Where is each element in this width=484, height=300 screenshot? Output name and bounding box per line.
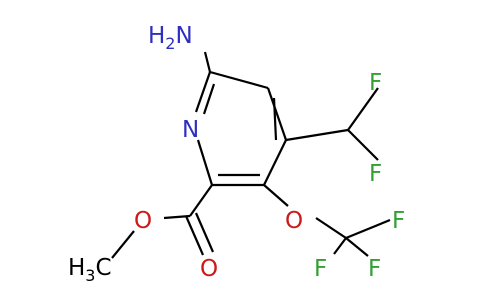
bond-n-c6-inner xyxy=(202,83,216,115)
fluorine-trifluoro-right-label: F xyxy=(368,256,381,282)
ester-oxygen-double-label: O xyxy=(200,256,218,282)
amine-label: H2N xyxy=(148,23,193,53)
ester-oxygen-single-label: O xyxy=(134,208,152,234)
bond-cf3-f-left xyxy=(333,237,347,255)
bond-c2-ester-c xyxy=(189,184,213,217)
ether-oxygen-label: O xyxy=(285,208,303,234)
fluorine-difluoro-bottom-label: F xyxy=(369,161,382,187)
ring-nitrogen-label: N xyxy=(182,117,199,143)
methyl-label: H3C xyxy=(68,255,112,285)
bond-cf3-f-top xyxy=(345,218,391,240)
bond-chf2-f-bottom xyxy=(347,129,379,161)
fluorine-trifluoro-left-label: F xyxy=(314,256,327,282)
bond-c5-c4-inner xyxy=(272,97,278,141)
bond-c6-c5 xyxy=(209,70,269,90)
bond-c5-c4-outer xyxy=(266,87,288,141)
bond-n-c6-outer xyxy=(194,71,212,113)
bond-c2-n xyxy=(196,139,214,186)
bond-ester-c-o-double-b xyxy=(194,212,215,253)
bond-ester-c-o-single xyxy=(163,214,191,220)
bond-o-methyl xyxy=(111,230,135,259)
bond-ester-c-o-double-a xyxy=(184,215,205,256)
fluorine-difluoro-top-label: F xyxy=(369,70,382,96)
fluorine-trifluoro-top-label: F xyxy=(392,208,405,234)
bond-o-cf3 xyxy=(315,217,347,239)
bond-c3-o xyxy=(263,184,289,207)
bond-chf2-f-top xyxy=(347,87,379,131)
bond-cf3-f-right xyxy=(345,237,369,257)
bond-c4-c3 xyxy=(263,139,287,186)
bond-c4-chf2 xyxy=(285,128,349,142)
bond-c6-nh2 xyxy=(203,51,212,73)
